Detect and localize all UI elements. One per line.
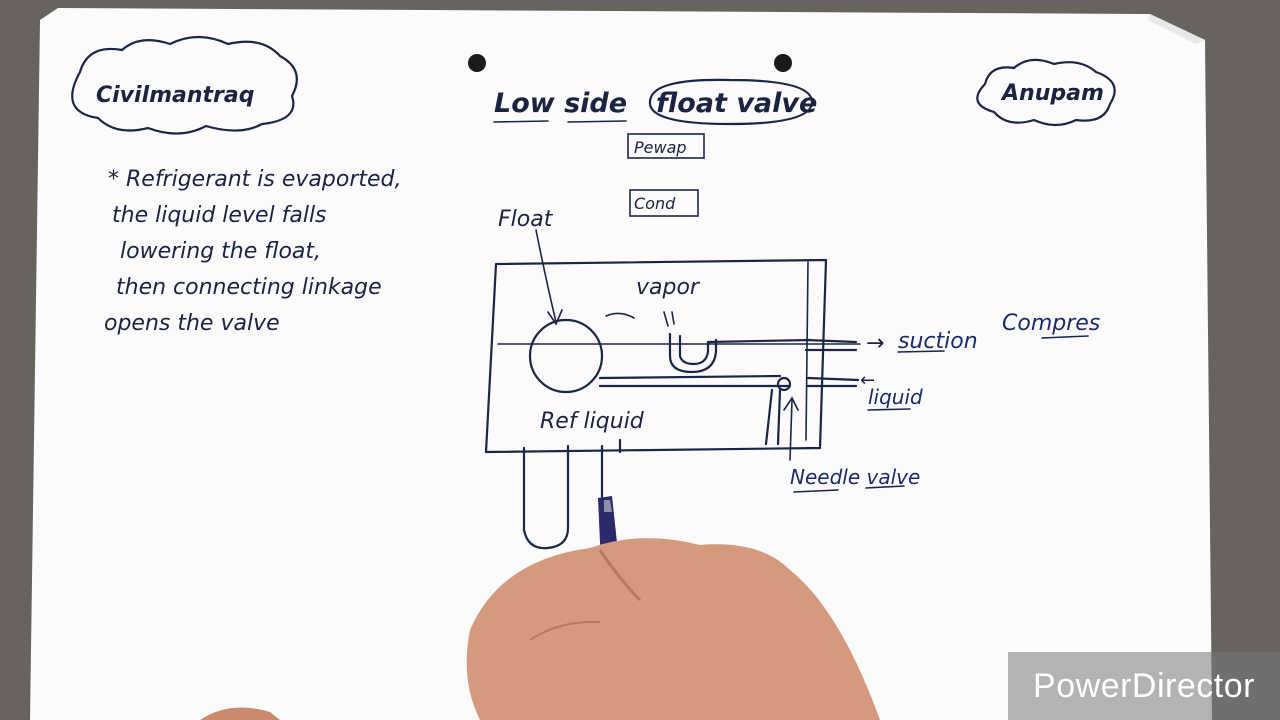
compres-label: Compres (1002, 311, 1100, 336)
title-part-2: float valve (656, 88, 817, 119)
needle-valve-seat (776, 376, 792, 392)
vapor-label: vapor (636, 275, 701, 300)
needle-valve-label: Needle valve (790, 465, 920, 489)
binder-hole-right (774, 54, 792, 72)
liquid-arrow: ← (860, 370, 875, 391)
suction-label: suction (898, 329, 978, 354)
title-part-1: Low side (494, 88, 627, 119)
notes-block: * Refrigerant is evaported, the liquid l… (104, 167, 402, 336)
float-ball (528, 318, 604, 394)
page-title: Low side float valve (493, 78, 817, 126)
suction-arrow: → (866, 331, 884, 356)
cond-label-box: Cond (629, 189, 699, 217)
anupam-badge: Anupam (976, 58, 1116, 127)
ref-liquid-label: Ref liquid (540, 409, 645, 434)
badge-left-text: Civilmantraq (96, 83, 255, 108)
note-line-3: lowering the float, (120, 239, 321, 264)
liquid-label: liquid (868, 385, 923, 409)
powerdirector-watermark: PowerDirector (1008, 652, 1280, 720)
paper-sheet (30, 8, 1212, 720)
binder-hole-left (468, 54, 486, 72)
note-line-2: the liquid level falls (112, 203, 327, 228)
evap-label: Pewap (634, 138, 687, 157)
float-valve-diagram: → ← Float vapor suction Compres liquid R… (484, 207, 1100, 550)
evap-label-box: Pewap (627, 133, 705, 159)
writing-hand (200, 496, 880, 720)
note-line-1: * Refrigerant is evaported, (108, 167, 402, 192)
cond-label: Cond (634, 194, 676, 213)
badge-right-text: Anupam (1000, 81, 1104, 106)
note-line-4: then connecting linkage (116, 275, 382, 300)
float-label: Float (498, 207, 554, 232)
civilmantraq-badge: Civilmantraq (71, 35, 298, 135)
note-line-5: opens the valve (104, 311, 280, 336)
